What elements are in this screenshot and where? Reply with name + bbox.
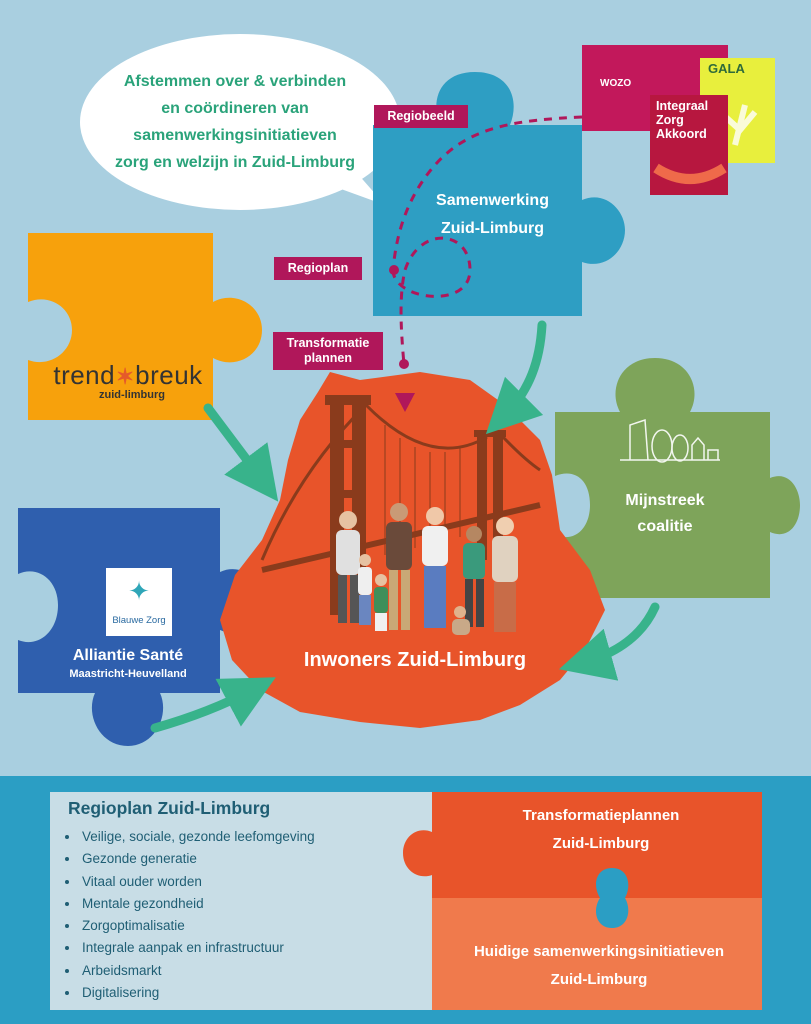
blauwe-zorg-logo: ✦ Blauwe Zorg [106,568,172,636]
iza-line: Zorg [656,113,684,127]
puzzle-piece-trendbreuk [28,233,262,420]
label-line: Transformatieplannen [522,807,680,824]
person-icon: ✶ [115,364,135,389]
wozo-title: WOZO [600,78,632,89]
transformatieplannen-label: Transformatieplannen Zuid-Limburg [440,802,762,858]
logo-text: Blauwe Zorg [112,615,166,626]
center-title: Inwoners Zuid-Limburg [303,649,527,671]
label-line: Huidige samenwerkingsinitiatieven [473,943,725,960]
bubble-line: samenwerkingsinitiatieven [133,127,337,144]
logo-word: breuk [135,360,203,390]
list-item: Zorgoptimalisatie [80,915,315,937]
label-alliantie: Alliantie Santé Maastricht-Heuvelland [30,646,226,682]
label-line: Alliantie Santé [72,647,184,664]
regioplan-title: Regioplan Zuid-Limburg [68,798,271,818]
label-line: coalitie [637,518,693,535]
gala-title: GALA [708,61,745,76]
label-line: Zuid-Limburg [552,835,650,852]
label-line: Maastricht-Heuvelland [69,668,187,680]
list-item: Vitaal ouder worden [80,871,315,893]
list-item: Integrale aanpak en infrastructuur [80,937,315,959]
tag-transformatieplannen: Transformatie plannen [273,332,383,370]
tag-regioplan: Regioplan [274,257,362,280]
puzzle-piece-mijnstreek [555,358,800,598]
regioplan-list: Veilige, sociale, gezonde leefomgeving G… [58,826,315,1004]
label-line: Zuid-Limburg [550,971,648,988]
label-line: Mijnstreek [625,492,705,509]
logo-word: trend [53,360,116,390]
tag-regiobeeld: Regiobeeld [374,105,468,128]
document-iza [650,95,728,195]
speech-bubble [80,34,400,210]
logo-sub: zuid-limburg [99,389,165,401]
regioplan-panel [50,792,432,1010]
family-illustration [336,503,518,635]
label-samenwerking: Samenwerking Zuid-Limburg [400,187,585,243]
label-line: Samenwerking [436,192,549,209]
arrows [150,320,660,733]
label-mijnstreek: Mijnstreek coalitie [590,488,740,540]
huidige-panel [432,898,762,1010]
list-item: Mentale gezondheid [80,893,315,915]
tag-line: Transformatie [286,336,370,350]
region-shape-zuid-limburg [220,372,605,728]
iza-title: Integraal Zorg Akkoord [656,99,708,141]
list-item: Digitalisering [80,982,315,1004]
list-item: Arbeidsmarkt [80,960,315,982]
label-line: Zuid-Limburg [440,220,545,237]
list-item: Gezonde generatie [80,848,315,870]
list-item: Veilige, sociale, gezonde leefomgeving [80,826,315,848]
bubble-text: Afstemmen over & verbinden en coördinere… [100,68,370,176]
bubble-line: en coördineren van [161,100,309,117]
iza-line: Integraal [656,99,709,113]
tree-icon: ✦ [128,576,150,606]
iza-line: Akkoord [656,127,707,141]
trendbreuk-logo: trend✶breuk zuid-limburg [48,360,208,401]
transformatieplannen-panel [403,792,762,898]
puzzle-piece-samenwerking [373,72,625,316]
bubble-line: Afstemmen over & verbinden [123,73,347,90]
dashed-connection-path [391,115,583,366]
tag-line: plannen [304,351,352,365]
huidige-label: Huidige samenwerkingsinitiatieven Zuid-L… [436,938,762,994]
bubble-line: zorg en welzijn in Zuid-Limburg [115,154,355,171]
